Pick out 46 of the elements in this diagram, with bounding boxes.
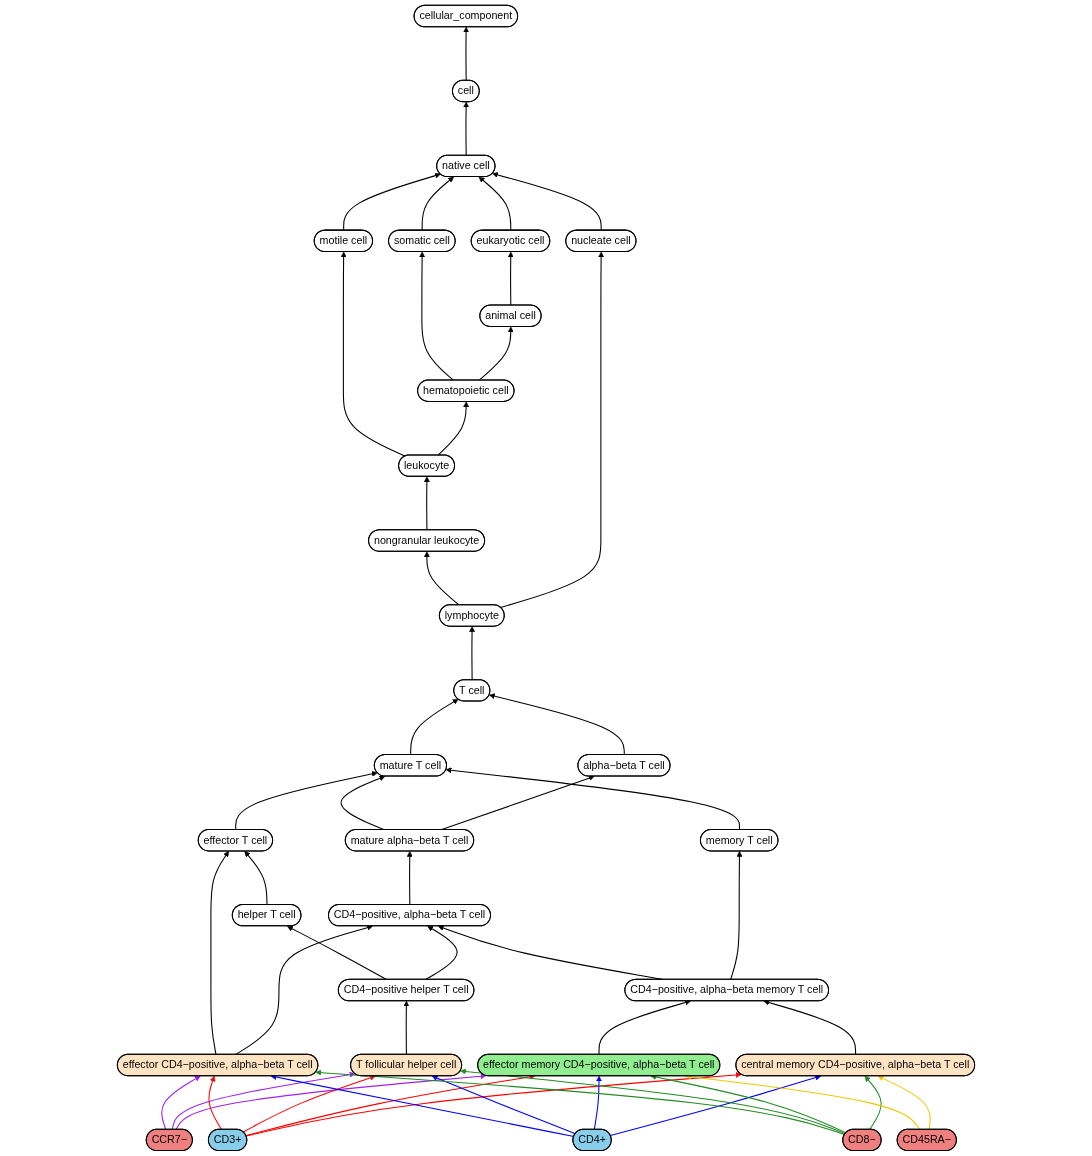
arrow xyxy=(315,1069,846,1136)
arrow xyxy=(406,851,413,906)
arrow xyxy=(424,925,458,981)
arrow xyxy=(419,251,455,381)
arrow xyxy=(609,1074,822,1137)
arrow xyxy=(460,1068,846,1135)
arrow xyxy=(489,693,625,756)
arrow xyxy=(650,1074,847,1134)
arrow xyxy=(763,999,857,1056)
arrow xyxy=(234,924,373,1056)
arrow xyxy=(877,1075,931,1131)
arrow xyxy=(244,851,268,906)
arrow xyxy=(235,771,378,831)
arrow xyxy=(242,1074,376,1133)
arrow xyxy=(593,1075,602,1131)
arrow xyxy=(478,176,512,231)
arrow xyxy=(245,1074,536,1137)
arrow xyxy=(437,401,470,456)
arrow xyxy=(287,925,388,981)
arrow xyxy=(492,172,602,231)
arrow xyxy=(270,1074,575,1138)
arrow xyxy=(469,626,475,681)
arrow xyxy=(478,326,514,381)
arrow xyxy=(343,172,441,231)
arrow xyxy=(445,767,741,831)
arrow xyxy=(431,1075,576,1135)
arrow xyxy=(864,1075,882,1131)
arrow xyxy=(208,1075,223,1131)
arrow xyxy=(423,551,460,606)
arrow xyxy=(245,1072,742,1137)
arrow xyxy=(507,251,514,306)
arrow xyxy=(463,101,470,157)
arrow xyxy=(171,1071,356,1131)
arrow xyxy=(463,26,470,82)
arrow xyxy=(340,775,386,831)
arrow xyxy=(210,851,229,1056)
arrow xyxy=(403,1000,410,1056)
arrow xyxy=(340,251,406,457)
arrow xyxy=(175,1073,487,1131)
arrow xyxy=(423,476,430,531)
arrow xyxy=(161,1075,201,1131)
arrow xyxy=(730,851,743,981)
arrow xyxy=(598,999,691,1056)
arrow xyxy=(421,176,454,231)
arrow xyxy=(410,698,459,756)
arrow xyxy=(500,251,605,609)
